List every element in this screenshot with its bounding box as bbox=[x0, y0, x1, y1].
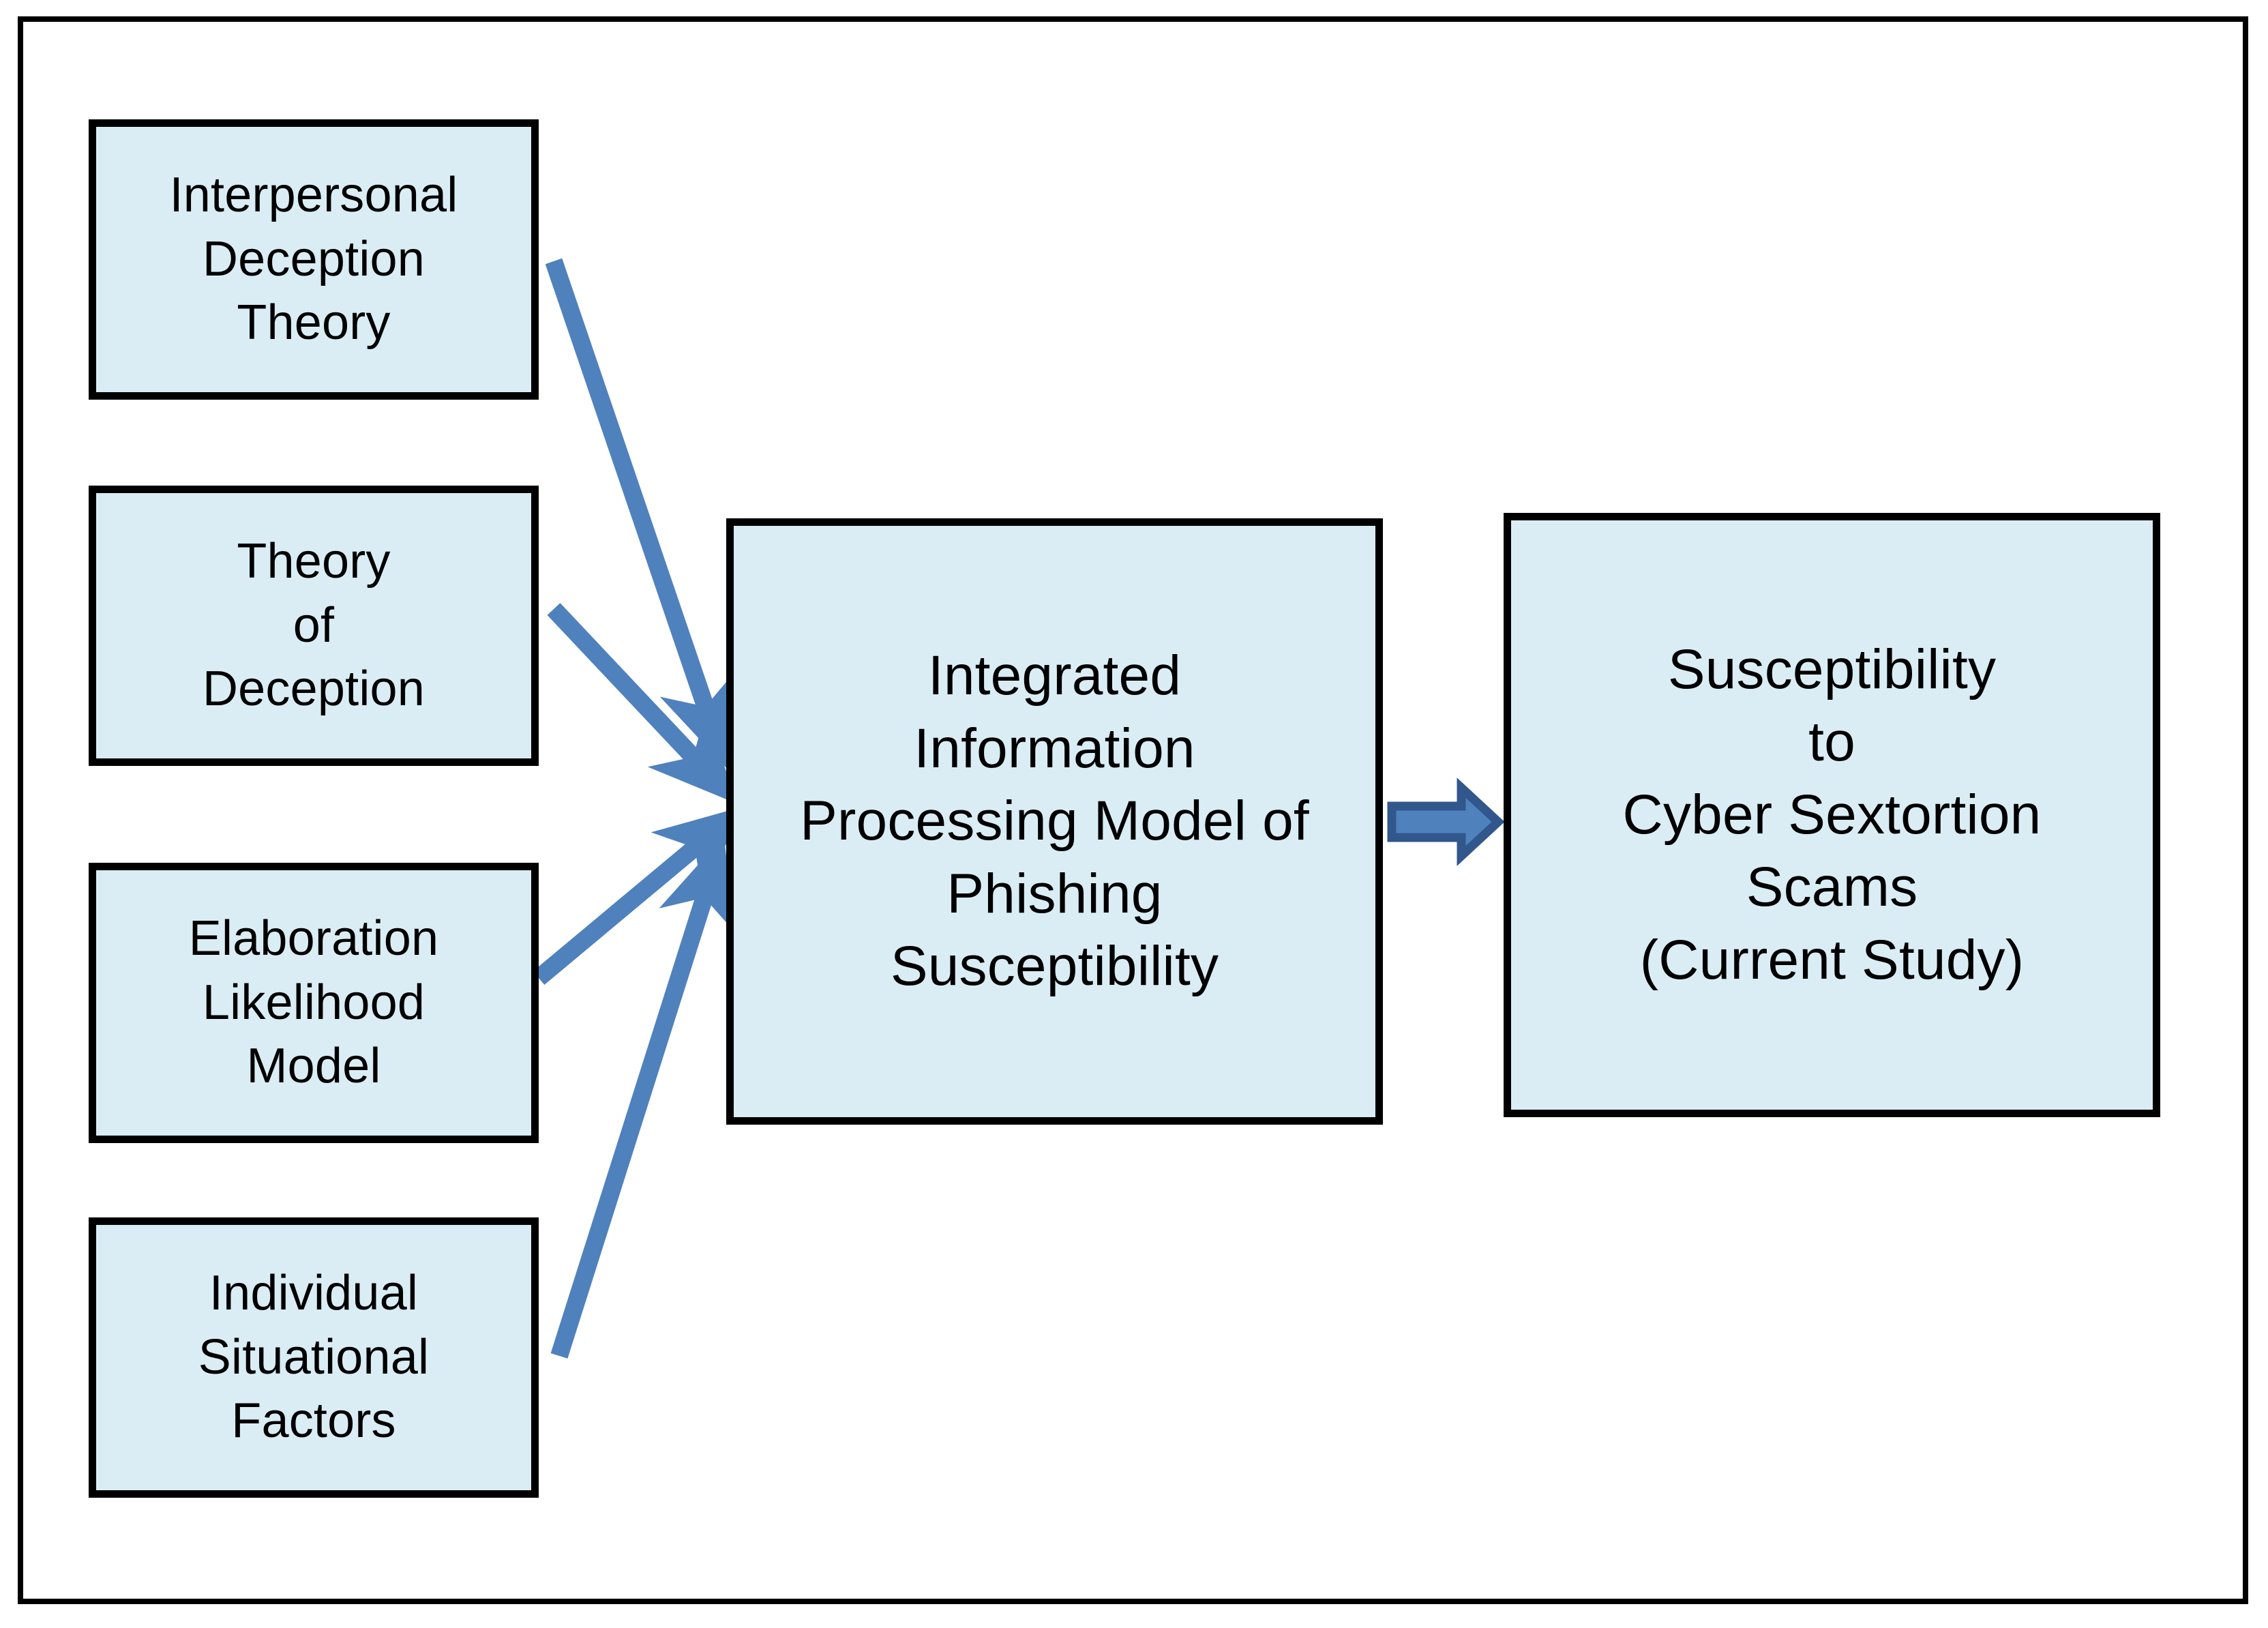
node-individual-situational-factors[interactable]: Individual Situational Factors bbox=[89, 1217, 539, 1498]
node-label-interpersonal-deception-theory: Interpersonal Deception Theory bbox=[169, 168, 458, 351]
node-label-integrated-model: Integrated Information Processing Model … bbox=[800, 645, 1309, 998]
node-susceptibility-outcome[interactable]: Susceptibility to Cyber Sextortion Scams… bbox=[1504, 513, 2160, 1117]
node-interpersonal-deception-theory[interactable]: Interpersonal Deception Theory bbox=[89, 119, 539, 400]
node-label-susceptibility-outcome: Susceptibility to Cyber Sextortion Scams… bbox=[1622, 638, 2042, 991]
node-elaboration-likelihood-model[interactable]: Elaboration Likelihood Model bbox=[89, 863, 539, 1143]
figure-outer-border bbox=[18, 16, 2248, 1604]
node-label-elaboration-likelihood-model: Elaboration Likelihood Model bbox=[188, 911, 439, 1094]
node-label-theory-of-deception: Theory of Deception bbox=[202, 534, 425, 717]
node-integrated-model[interactable]: Integrated Information Processing Model … bbox=[726, 518, 1383, 1125]
node-label-individual-situational-factors: Individual Situational Factors bbox=[198, 1266, 430, 1449]
node-theory-of-deception[interactable]: Theory of Deception bbox=[89, 486, 539, 766]
